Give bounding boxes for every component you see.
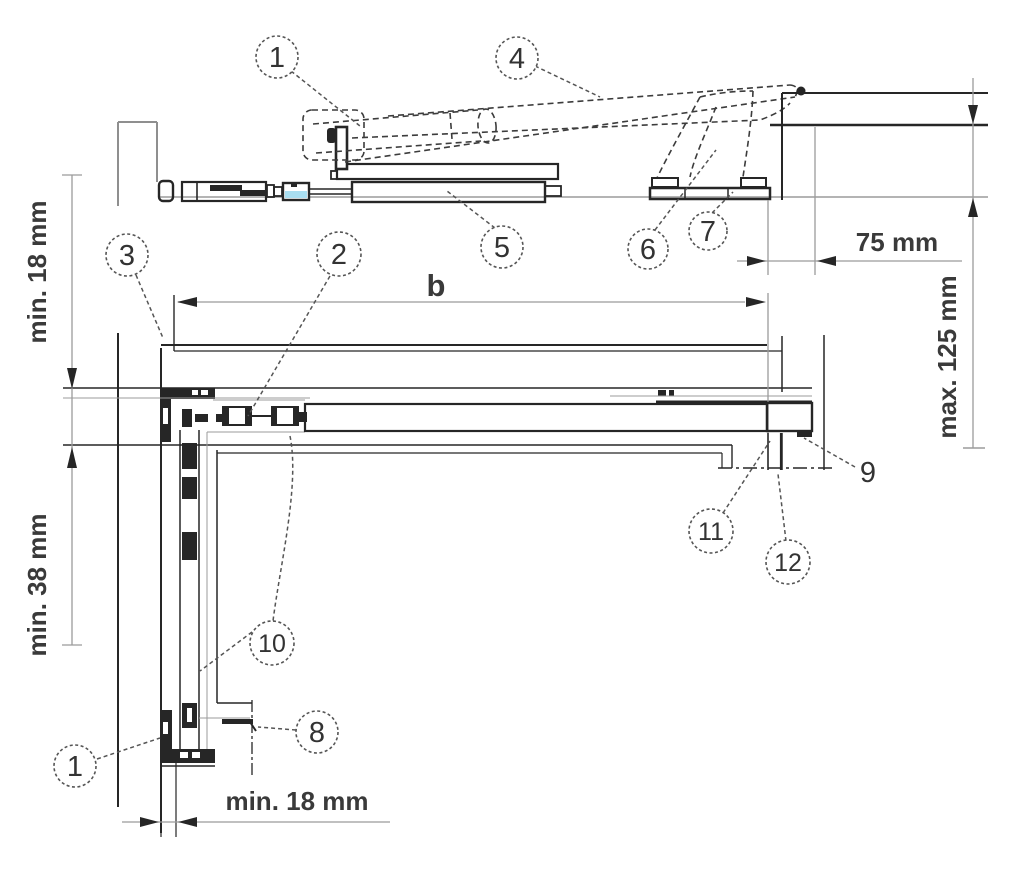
connector-clip-accent <box>281 181 311 202</box>
open-flap-panel <box>770 92 988 200</box>
callout-10: 10 <box>249 620 295 666</box>
callout-2: 2 <box>316 231 362 277</box>
svg-text:7: 7 <box>700 216 716 248</box>
svg-text:11: 11 <box>698 518 724 546</box>
dim-max125-label: max. 125 mm <box>932 275 962 438</box>
svg-text:1: 1 <box>269 42 285 74</box>
dimension-75mm: 75 mm <box>737 127 962 275</box>
dim-width-label: b <box>427 268 446 303</box>
svg-text:2: 2 <box>331 239 347 271</box>
callout-1-bottom: 1 <box>53 744 97 788</box>
plan-view-wall <box>117 333 162 833</box>
dimension-max-125mm: max. 125 mm <box>932 78 985 449</box>
dim-min18-bottom-label: min. 18 mm <box>225 786 368 816</box>
dimension-left-column: min. 18 mm min. 38 mm <box>22 174 82 657</box>
top-panel-band <box>63 335 825 470</box>
svg-text:5: 5 <box>494 232 510 264</box>
side-view-wall-section <box>117 121 158 206</box>
callout-3: 3 <box>105 233 149 277</box>
side-view: 75 mm max. 125 mm <box>117 78 988 449</box>
callout-9: 9 <box>860 457 876 489</box>
dim-min18-left-label: min. 18 mm <box>22 200 52 343</box>
svg-text:4: 4 <box>509 43 525 75</box>
callout-7: 7 <box>688 211 728 251</box>
leader-lines <box>96 65 856 760</box>
telescopic-rail <box>303 402 769 433</box>
callout-4: 4 <box>495 36 539 80</box>
gas-spring-cylinder <box>312 108 497 154</box>
svg-text:8: 8 <box>309 717 325 749</box>
callout-8: 8 <box>295 710 339 754</box>
svg-text:6: 6 <box>640 234 656 266</box>
corner-bracket-top <box>160 388 215 442</box>
callout-6: 6 <box>627 228 669 270</box>
svg-text:3: 3 <box>119 240 135 272</box>
callout-12: 12 <box>765 539 811 585</box>
svg-text:10: 10 <box>258 630 286 658</box>
front-edge-lines <box>63 397 833 470</box>
callout-5: 5 <box>480 225 524 269</box>
arm-pivot-point <box>796 86 806 96</box>
drive-rod-assembly <box>182 399 814 437</box>
callout-11: 11 <box>688 508 734 554</box>
dim-min38-left-label: min. 38 mm <box>22 513 52 656</box>
runner-assembly <box>157 162 562 204</box>
svg-text:9: 9 <box>860 457 876 489</box>
svg-text:1: 1 <box>67 751 83 783</box>
lift-arm-mechanism <box>302 84 806 171</box>
callouts: 1 4 5 6 7 3 2 10 <box>53 35 876 788</box>
dim-75mm-label: 75 mm <box>856 227 938 257</box>
plan-view: b <box>22 174 833 837</box>
front-bracket <box>648 90 772 201</box>
dimension-min18-bottom: min. 18 mm <box>122 757 390 837</box>
svg-text:12: 12 <box>774 549 802 577</box>
callout-1-top: 1 <box>255 35 299 79</box>
lever-arm <box>344 84 806 163</box>
corner-bracket-bottom <box>160 710 215 767</box>
door-frame-profile <box>179 430 257 775</box>
